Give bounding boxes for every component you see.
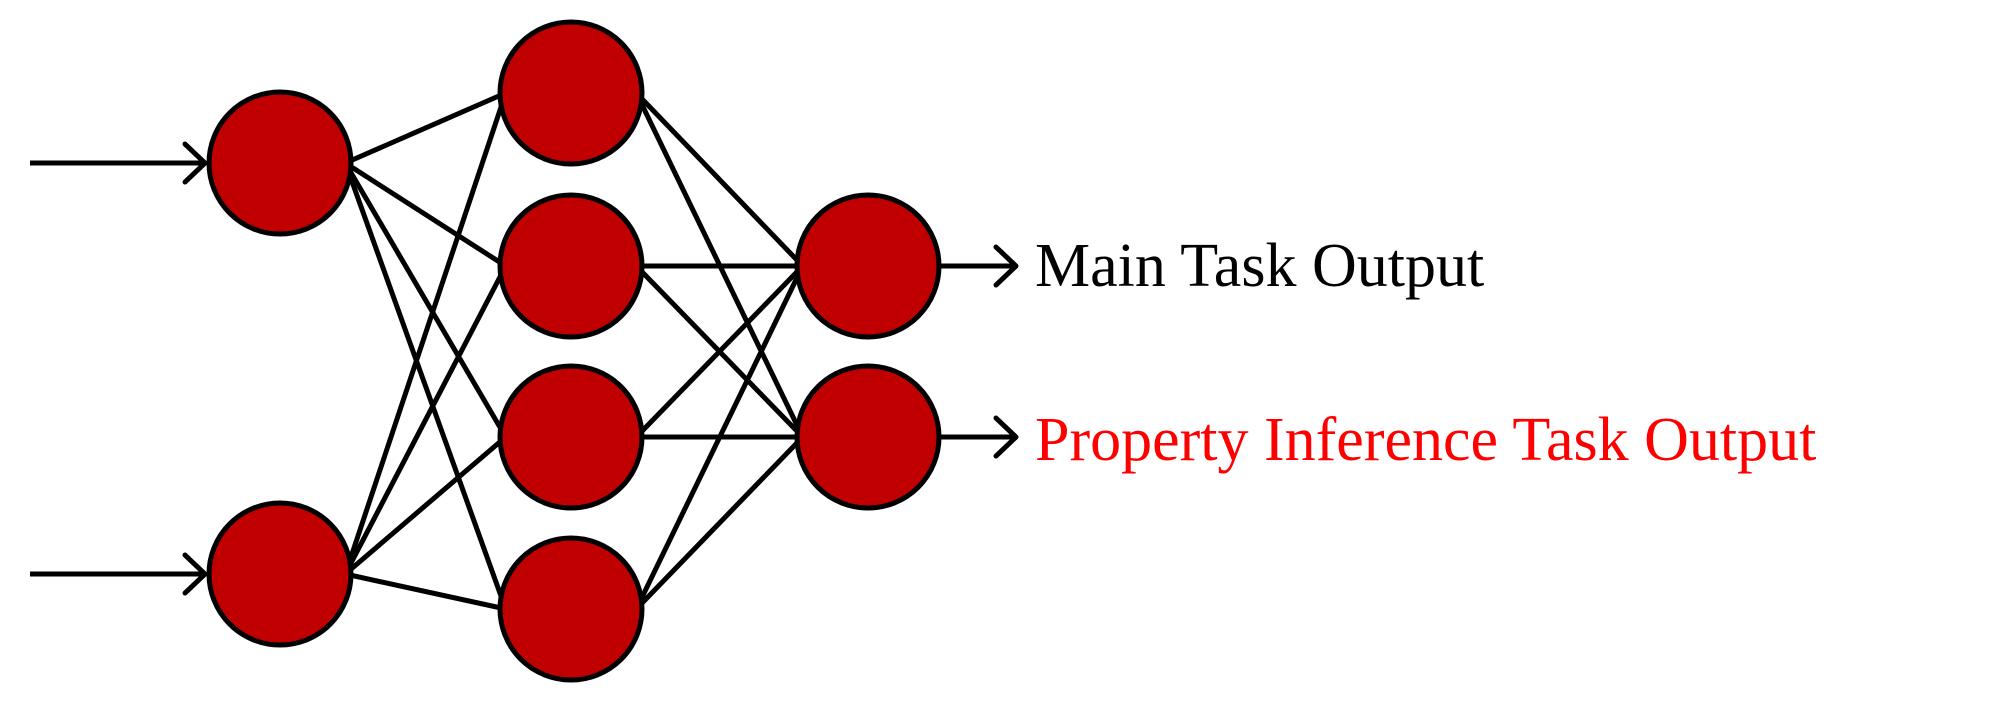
edge-hidden-4-to-output-2: [634, 435, 805, 611]
main-output-arrow-head: [993, 244, 1019, 288]
edge-hidden-4-to-output-1: [634, 264, 805, 611]
edge-input-1-to-hidden-3: [343, 161, 508, 439]
edge-input-2-to-hidden-4: [344, 571, 507, 612]
output-node-1: [794, 192, 942, 340]
edge-input-1-to-hidden-1: [344, 90, 507, 166]
hidden-node-1: [497, 19, 645, 167]
edge-input-1-to-hidden-2: [343, 160, 508, 269]
edge-hidden-1-to-output-1: [634, 91, 805, 268]
edge-input-1-to-hidden-4: [342, 162, 509, 610]
main-task-output-label: Main Task Output: [1035, 232, 1485, 300]
input-node-1: [206, 89, 354, 237]
hidden-node-4: [497, 535, 645, 683]
output-node-2: [794, 363, 942, 511]
edge-hidden-3-to-output-1: [634, 264, 805, 439]
hidden-node-3: [497, 363, 645, 511]
input-node-2: [206, 500, 354, 648]
network-connections: [342, 90, 805, 612]
network-nodes: [206, 19, 942, 683]
hidden-node-2: [497, 192, 645, 340]
input-arrow-1-head: [182, 141, 208, 185]
property-inference-task-output-label: Property Inference Task Output: [1035, 406, 1817, 474]
property-output-arrow-head: [993, 415, 1019, 459]
edge-input-2-to-hidden-3: [343, 435, 508, 576]
edge-input-2-to-hidden-2: [343, 264, 508, 576]
edge-input-2-to-hidden-1: [342, 92, 509, 575]
io-arrows: [30, 141, 1019, 596]
input-arrow-2-head: [182, 552, 208, 596]
